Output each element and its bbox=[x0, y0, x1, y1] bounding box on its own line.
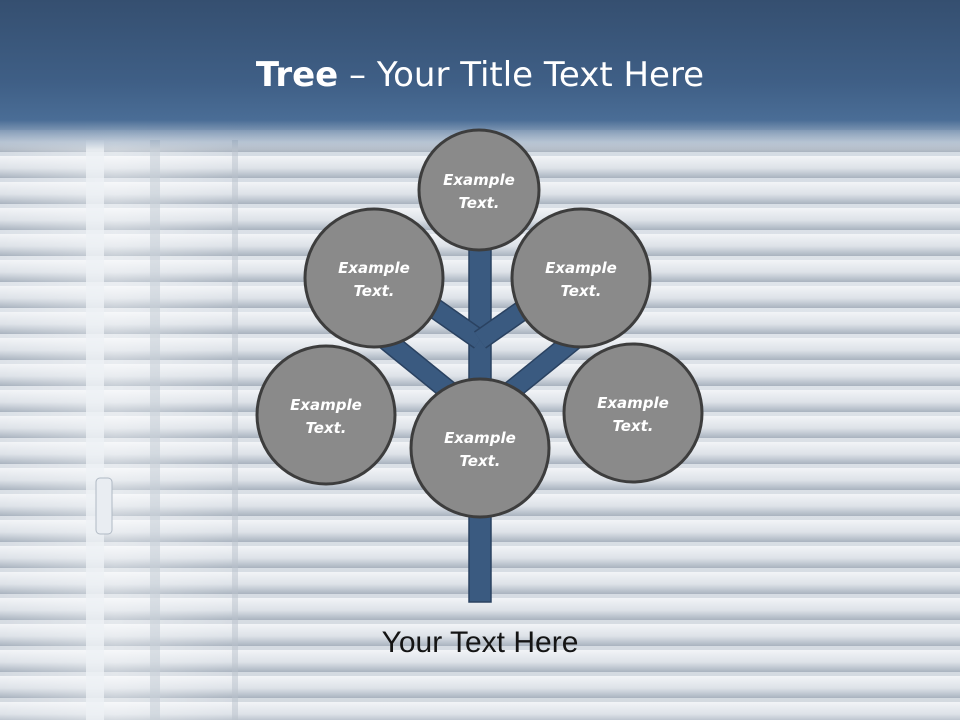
title-bold: Tree bbox=[255, 55, 339, 95]
node-text-line1: Example bbox=[338, 259, 410, 277]
node-text-line2: Text. bbox=[353, 282, 394, 300]
tree-node-center: Example Text. bbox=[409, 377, 551, 519]
title-rest: – Your Title Text Here bbox=[338, 55, 705, 95]
tree-node-upper-right: Example Text. bbox=[510, 207, 652, 349]
tree-branch bbox=[424, 297, 486, 348]
tree-node-top: Example Text. bbox=[417, 128, 541, 252]
caption-text: Your Text Here bbox=[381, 626, 579, 659]
title-bar bbox=[0, 0, 960, 150]
tree-node-lower-left: Example Text. bbox=[255, 344, 397, 486]
tree-node-upper-left: Example Text. bbox=[303, 207, 445, 349]
node-text-line2: Text. bbox=[305, 419, 346, 437]
node-text-line1: Example bbox=[545, 259, 617, 277]
node-text-line2: Text. bbox=[560, 282, 601, 300]
node-text-line2: Text. bbox=[459, 452, 500, 470]
node-text-line1: Example bbox=[597, 394, 669, 412]
node-text-line1: Example bbox=[290, 396, 362, 414]
node-text-line1: Example bbox=[443, 171, 515, 189]
slide-title: Tree – Your Title Text Here bbox=[0, 52, 960, 98]
node-text-line2: Text. bbox=[612, 417, 653, 435]
node-text-line1: Example bbox=[444, 429, 516, 447]
tree-node-lower-right: Example Text. bbox=[562, 342, 704, 484]
node-text-line2: Text. bbox=[458, 194, 499, 212]
